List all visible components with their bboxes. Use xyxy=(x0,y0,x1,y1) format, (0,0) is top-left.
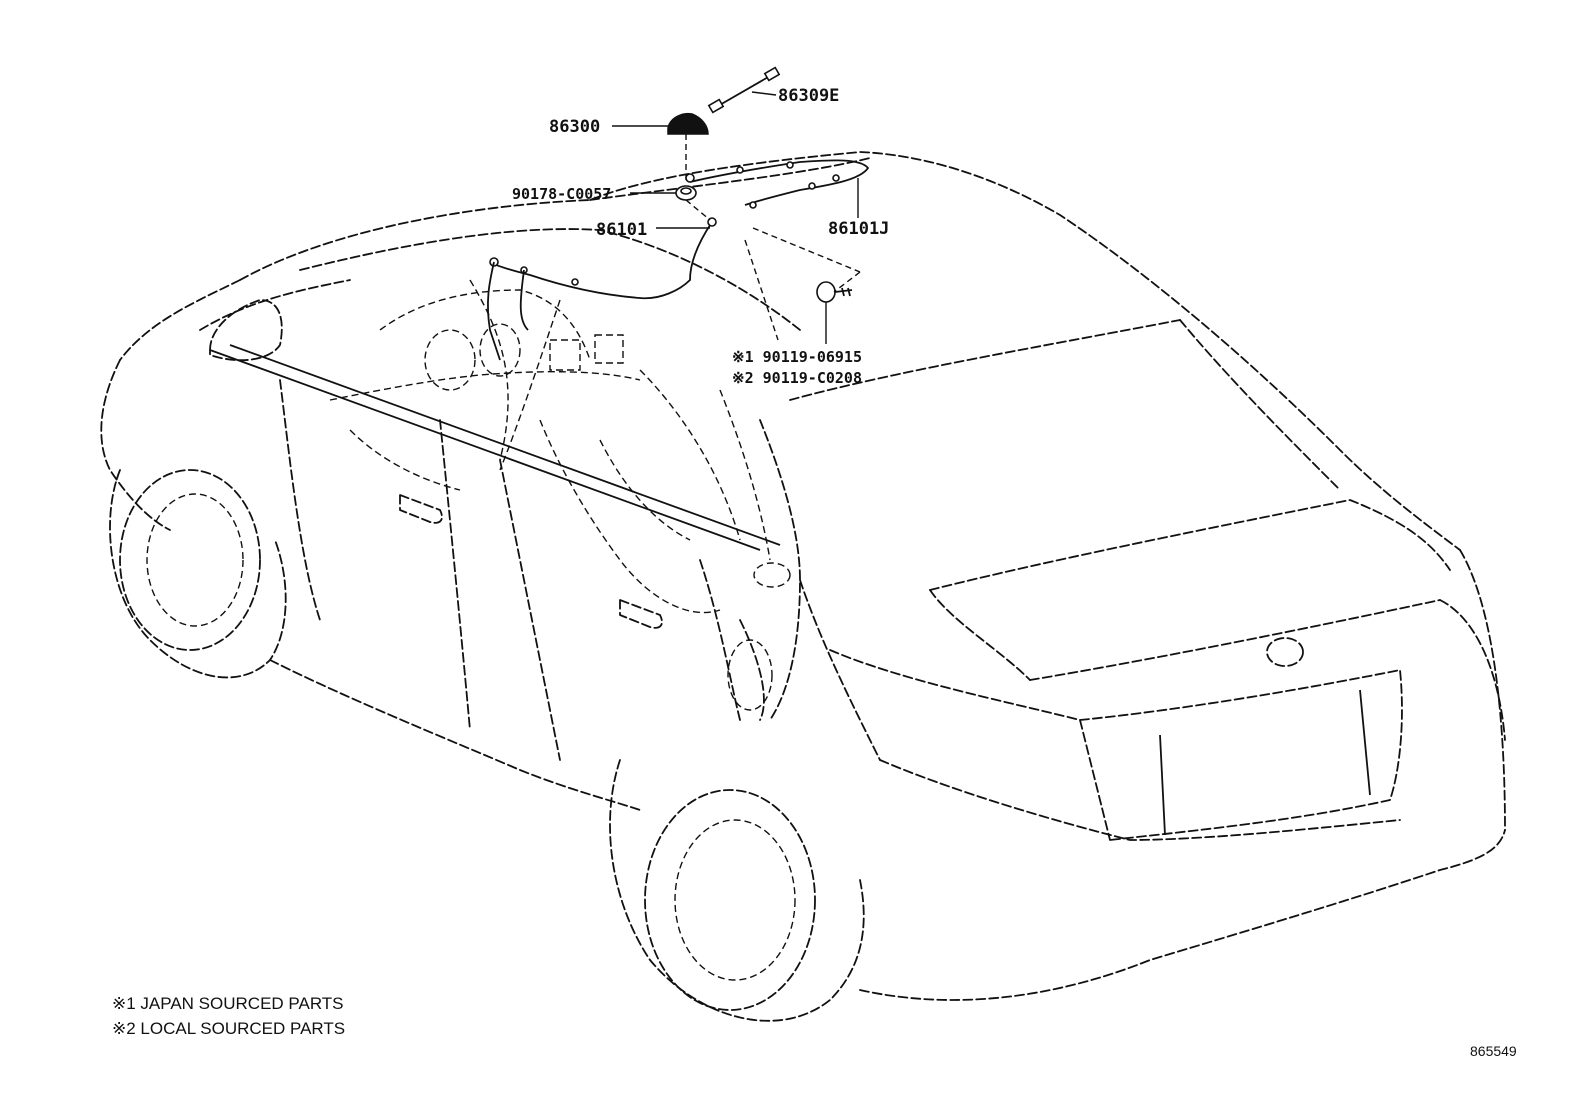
antenna-base-part xyxy=(667,112,709,135)
callout-90178-c0057: 90178-C0057 xyxy=(512,185,611,203)
figure-number: 865549 xyxy=(1470,1043,1517,1059)
callout-90119-06915: ※1 90119-06915 xyxy=(732,348,862,366)
callout-86101j: 86101J xyxy=(828,219,889,239)
antenna-harness xyxy=(487,159,870,361)
clip-part xyxy=(675,185,697,201)
antenna-rod-cable-part xyxy=(707,66,781,114)
legend: ※1 JAPAN SOURCED PARTS ※2 LOCAL SOURCED … xyxy=(112,994,345,1038)
callout-labels: 86309E 86300 90178-C0057 86101 86101J ※1… xyxy=(512,86,889,387)
leader-lines xyxy=(612,91,861,344)
callout-86300: 86300 xyxy=(549,117,600,137)
callout-86101: 86101 xyxy=(596,220,647,240)
callout-86309e: 86309E xyxy=(778,86,839,106)
legend-note-japan: ※1 JAPAN SOURCED PARTS xyxy=(112,994,344,1013)
legend-note-local: ※2 LOCAL SOURCED PARTS xyxy=(112,1019,345,1038)
callout-90119-c0208: ※2 90119-C0208 xyxy=(732,369,862,387)
car-body-outline xyxy=(100,151,1506,1022)
